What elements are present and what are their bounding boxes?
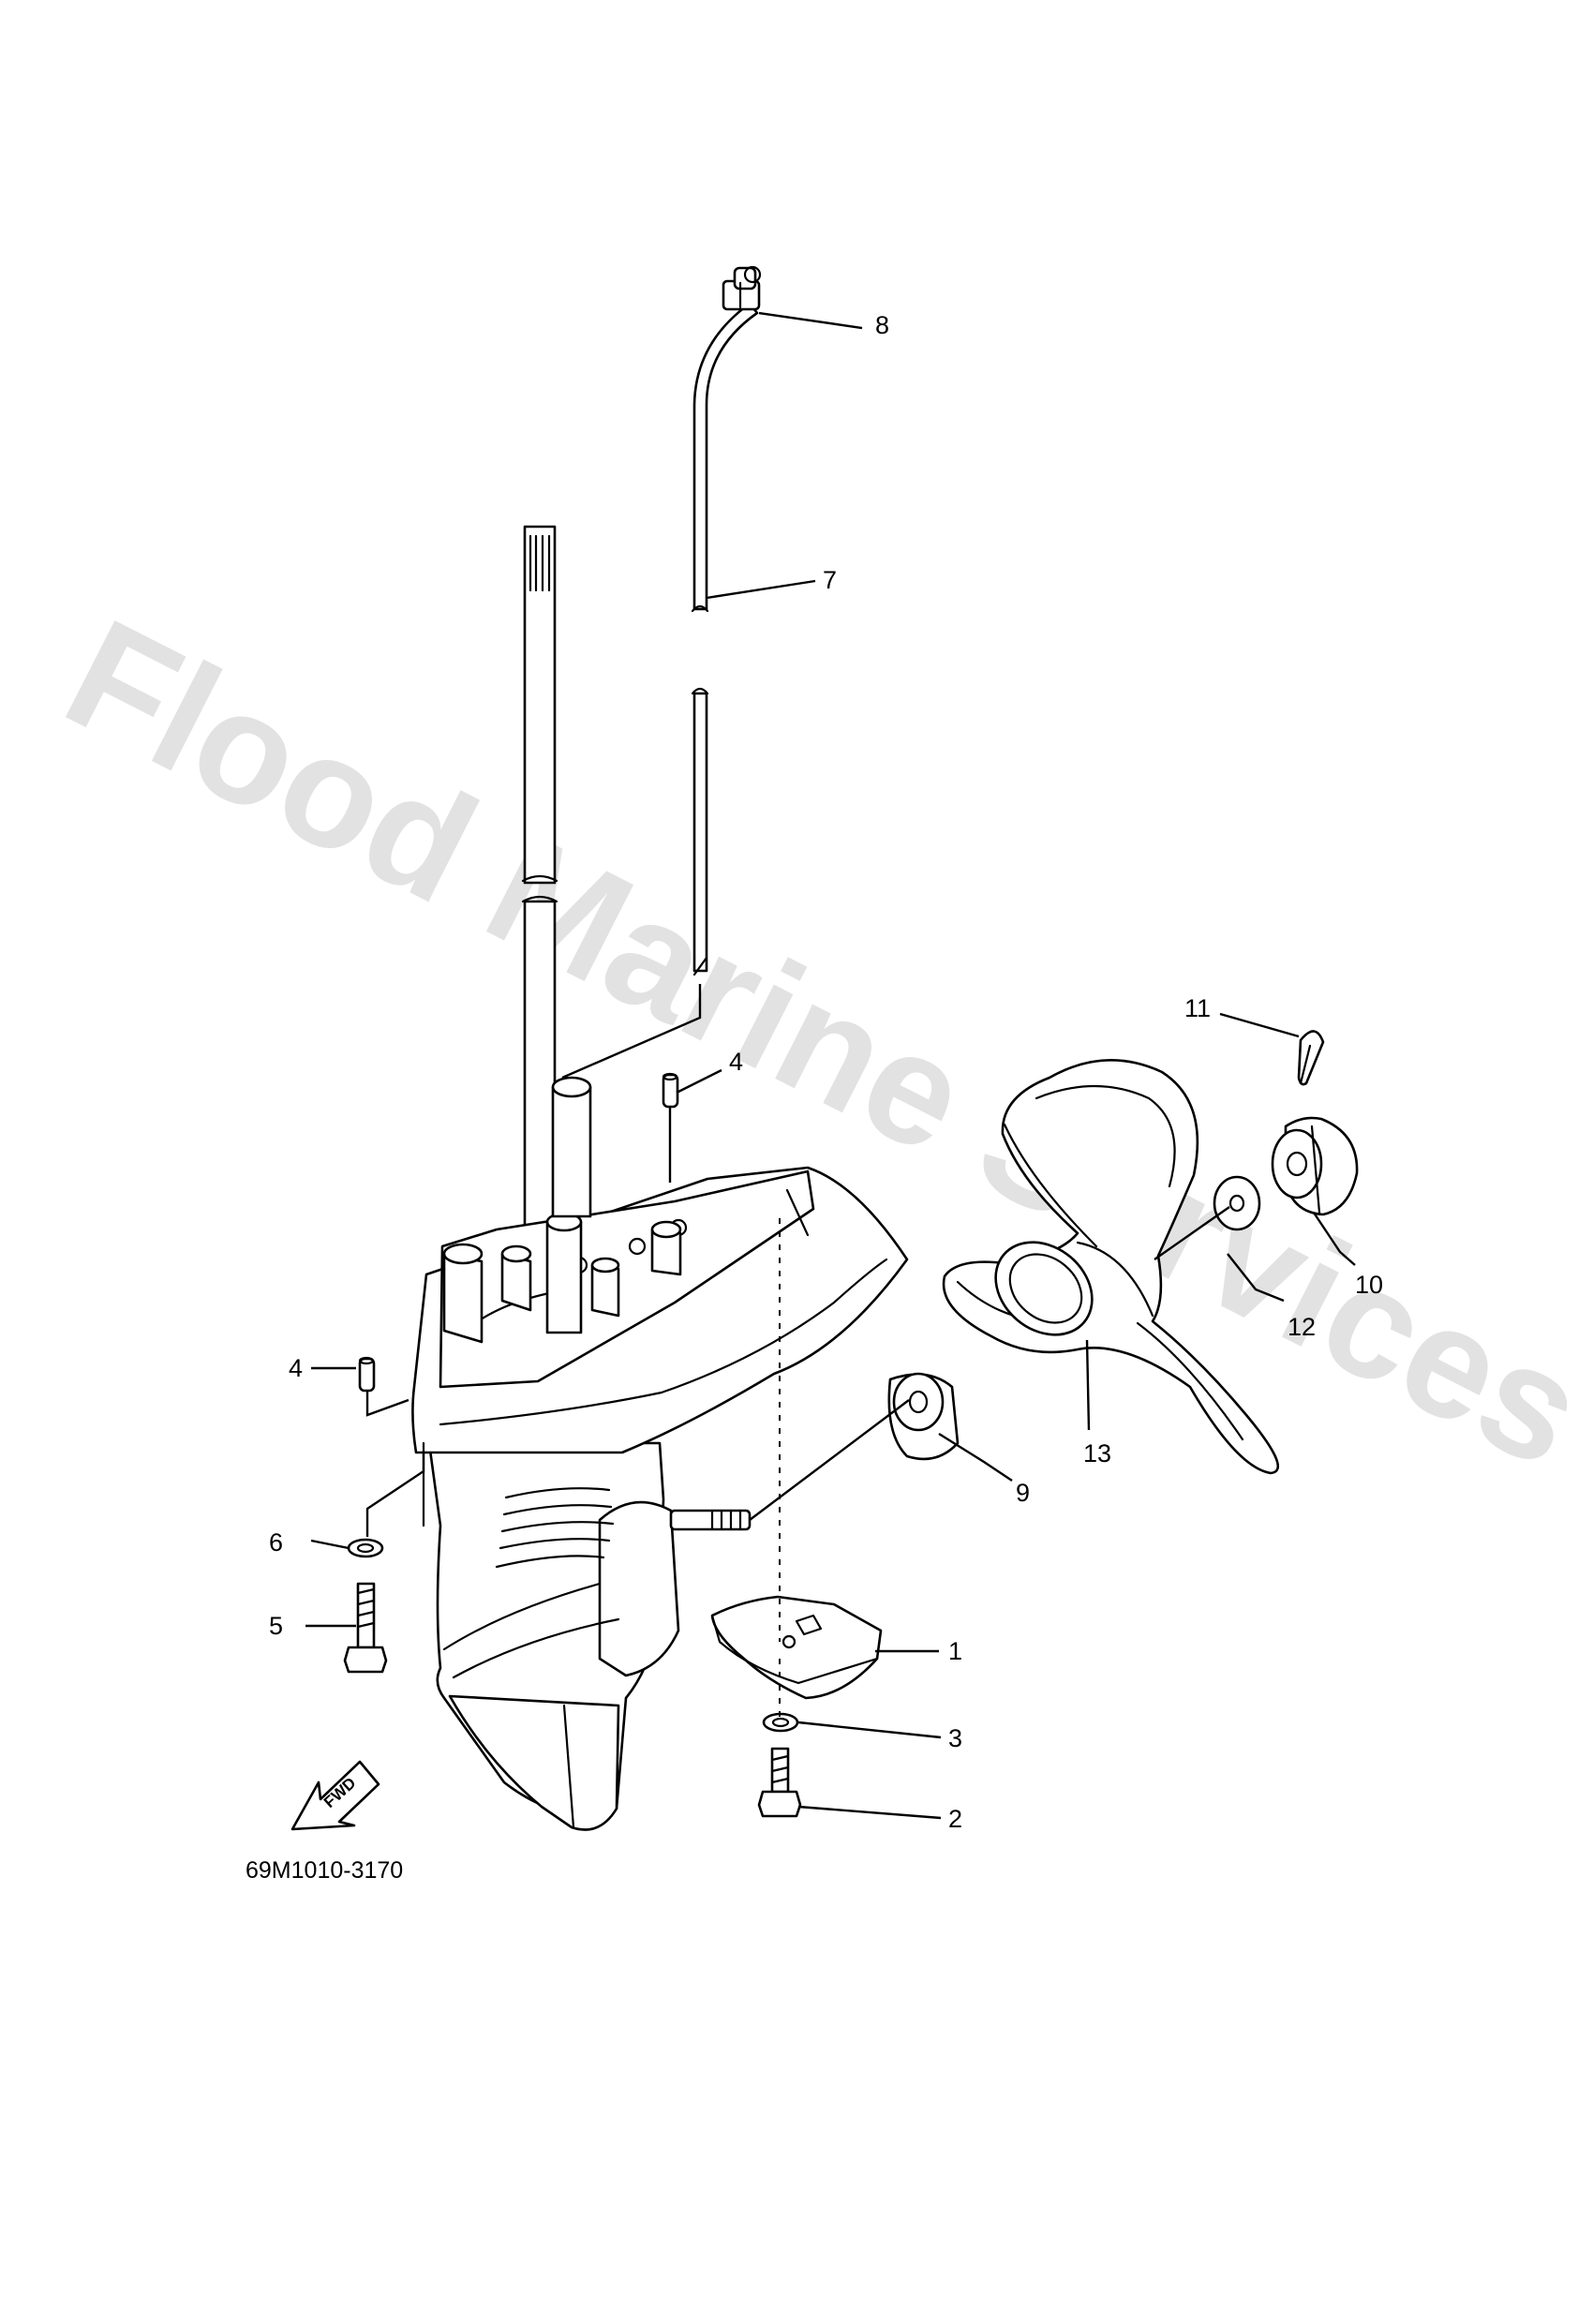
callout-12: 12 [1288, 1313, 1316, 1341]
water-tube [691, 302, 759, 976]
callout-4-lower: 4 [289, 1354, 303, 1382]
grommet [722, 265, 762, 311]
spacer [1213, 1175, 1261, 1231]
anode [710, 1595, 883, 1700]
washer-casing [347, 1538, 384, 1558]
callout-7: 7 [823, 566, 837, 594]
callout-9: 9 [1016, 1479, 1030, 1507]
callout-13: 13 [1083, 1439, 1111, 1467]
cotter-pin [1297, 1030, 1325, 1086]
propeller [942, 1059, 1280, 1475]
callout-4-upper: 4 [729, 1048, 743, 1076]
callout-11: 11 [1184, 994, 1211, 1022]
lower-casing [411, 1076, 909, 1831]
callout-2: 2 [948, 1805, 962, 1833]
callout-3: 3 [948, 1724, 962, 1752]
bolt-casing [343, 1582, 388, 1674]
callout-numbers: 8 7 4 4 6 5 1 3 2 9 10 11 12 13 [269, 311, 1383, 1833]
callout-10: 10 [1355, 1271, 1383, 1299]
callout-leaders [305, 311, 1356, 1820]
dowel-pin-lower [358, 1356, 376, 1393]
drawing-code: 69M1010-3170 [246, 1857, 403, 1884]
thrust-washer [887, 1372, 960, 1461]
callout-1: 1 [948, 1637, 962, 1665]
washer-anode [762, 1712, 799, 1733]
propeller-nut [1271, 1116, 1359, 1216]
bolt-anode [757, 1747, 802, 1818]
fwd-arrow: FWD [290, 1760, 380, 1831]
callout-6: 6 [269, 1528, 283, 1557]
connection-lines [365, 984, 1230, 1537]
callout-8: 8 [875, 311, 889, 339]
dowel-pin-upper [662, 1072, 679, 1109]
watermark: Flood Marine Services [41, 586, 1578, 1501]
callout-5: 5 [269, 1612, 283, 1640]
watermark-text: Flood Marine Services [41, 586, 1578, 1501]
